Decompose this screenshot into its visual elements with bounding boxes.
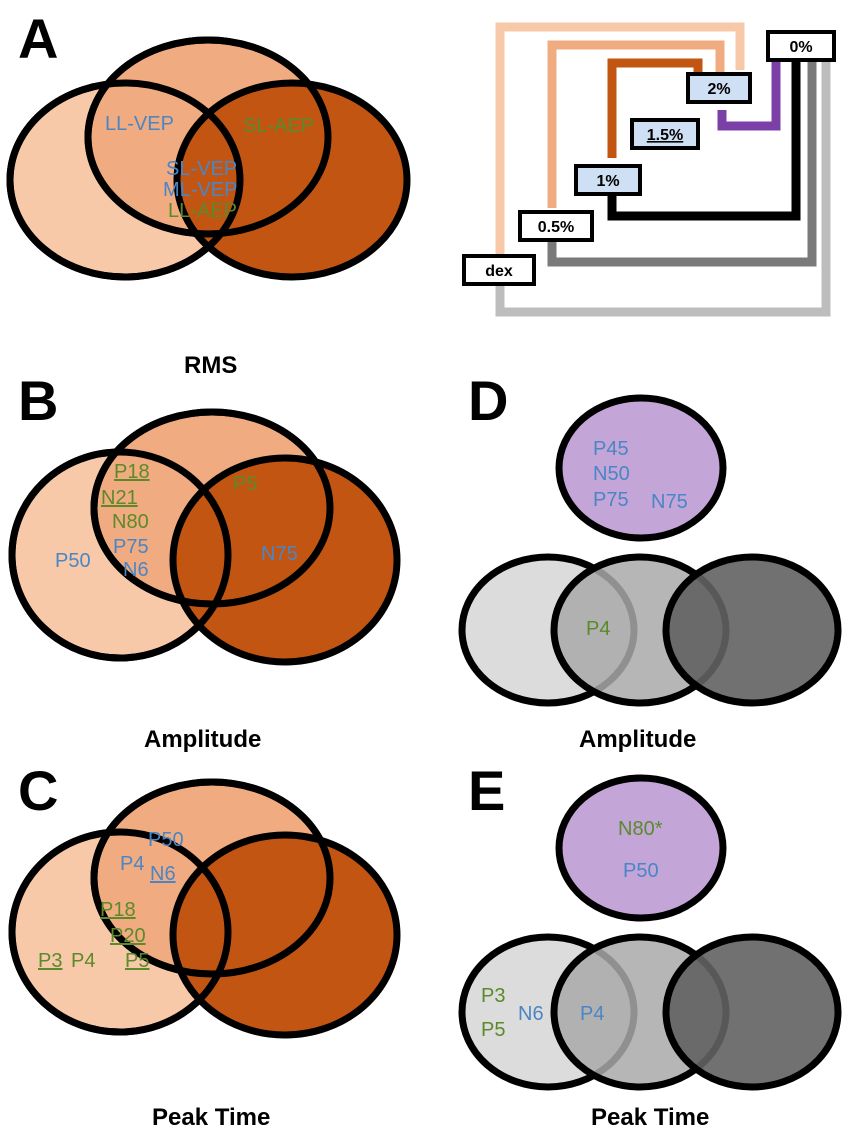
label-sl-aep: SL-AEP <box>243 115 314 137</box>
label-p5: P5 <box>125 950 149 972</box>
panel-a-letter: A <box>18 7 58 70</box>
line-dex <box>495 22 745 255</box>
label-n21: N21 <box>101 487 138 509</box>
panel-b-letter: B <box>18 369 58 432</box>
legend-2pct: 2% <box>707 81 730 98</box>
panel-b: B P18 N21 N80 P5 P50 P75 N6 N75 Amplitud… <box>8 369 401 753</box>
line-0-to-dex <box>495 62 831 317</box>
box-2 <box>686 72 752 104</box>
panel-b-caption: Amplitude <box>144 726 261 753</box>
panel-a-caption: RMS <box>184 352 237 379</box>
venn-circle-right <box>169 831 401 1039</box>
label-ml-vep: ML-VEP <box>163 179 237 201</box>
label-n6: N6 <box>123 559 149 581</box>
legend-1pct: 1% <box>596 173 619 190</box>
legend-05pct: 0.5% <box>538 219 574 236</box>
panel-a-venn <box>6 36 411 281</box>
venn-circle-right <box>169 454 401 666</box>
legend-dex: dex <box>485 263 513 280</box>
label-n50: N50 <box>593 463 630 485</box>
panel-d-caption: Amplitude <box>579 726 696 753</box>
box-1 <box>574 164 642 196</box>
panel-e: E N80* P50 P3 P5 N6 P4 Peak Time <box>458 759 842 1131</box>
label-p4-left: P4 <box>71 950 95 972</box>
label-p75: P75 <box>113 536 149 558</box>
label-n80: N80 <box>112 511 149 533</box>
box-05 <box>518 210 594 242</box>
purple-circle <box>555 394 727 542</box>
label-ll-vep: LL-VEP <box>105 113 174 135</box>
line-0-to-05 <box>547 62 817 267</box>
panel-e-caption: Peak Time <box>591 1104 709 1131</box>
panel-c-caption: Peak Time <box>152 1104 270 1131</box>
box-15 <box>630 118 700 150</box>
venn-outline-top <box>90 408 334 608</box>
label-p50: P50 <box>148 829 184 851</box>
panel-c-letter: C <box>18 759 58 822</box>
purple-circle <box>555 774 727 922</box>
label-p5: P5 <box>481 1019 505 1041</box>
venn-outline-left <box>8 828 232 1036</box>
venn-outline-left <box>6 79 244 281</box>
label-p3: P3 <box>38 950 62 972</box>
line-05 <box>547 40 725 208</box>
label-p18: P18 <box>114 461 150 483</box>
box-0 <box>766 30 836 62</box>
label-p20: P20 <box>110 925 146 947</box>
label-p3: P3 <box>481 985 505 1007</box>
panel-e-letter: E <box>468 759 505 822</box>
legend-0pct: 0% <box>789 39 812 56</box>
gray-circle-right <box>662 933 842 1091</box>
label-n75: N75 <box>651 491 688 513</box>
panel-d-letter: D <box>468 369 508 432</box>
line-1 <box>607 58 703 158</box>
label-n6: N6 <box>150 863 176 885</box>
label-ll-aep: LL-AEP <box>168 200 237 222</box>
label-n6: N6 <box>518 1003 544 1025</box>
label-n75: N75 <box>261 543 298 565</box>
venn-outline-top <box>84 36 332 238</box>
label-sl-vep: SL-VEP <box>166 158 237 180</box>
panel-a: A LL-VEP SL-AEP SL-VEP ML-VEP LL-AEP RMS <box>6 7 836 379</box>
label-p18: P18 <box>100 899 136 921</box>
label-n80: N80* <box>618 818 663 840</box>
line-0-to-1 <box>607 62 801 221</box>
line-2 <box>717 62 781 131</box>
label-p75: P75 <box>593 489 629 511</box>
label-p45: P45 <box>593 438 629 460</box>
label-p4: P4 <box>586 618 610 640</box>
label-p4: P4 <box>580 1003 604 1025</box>
panel-d: D P45 N50 P75 N75 P4 Amplitude <box>458 369 842 753</box>
gray-circle-right <box>662 553 842 707</box>
label-p5: P5 <box>233 473 257 495</box>
box-dex <box>462 254 536 286</box>
legend-15pct: 1.5% <box>647 127 683 144</box>
label-p50: P50 <box>55 550 91 572</box>
venn-outline-top <box>90 778 334 978</box>
panel-c: C P50 P4 N6 P18 P20 P5 P3 P4 Peak Time <box>8 759 401 1131</box>
panel-a-legend: 0% 2% 1.5% 1% 0.5% dex <box>462 22 836 317</box>
label-p4: P4 <box>120 853 144 875</box>
label-p50: P50 <box>623 860 659 882</box>
